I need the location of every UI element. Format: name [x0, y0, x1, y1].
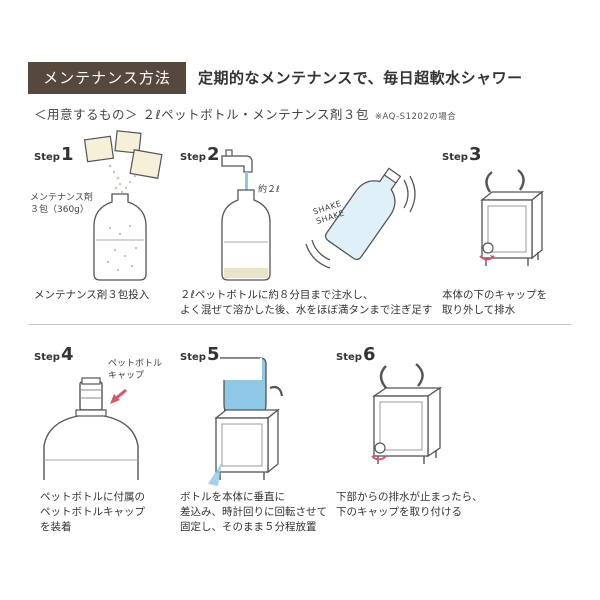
step2-shake-illustration — [305, 167, 416, 269]
section-divider — [28, 324, 572, 325]
step4-caption: ペットボトルに付属のペットボトルキャップを装着 — [40, 491, 145, 533]
step1-illustration — [83, 130, 163, 281]
materials-text: ＜用意するもの＞ ２ℓペットボトル・メンテナンス剤３包 — [34, 107, 369, 122]
header: メンテナンス方法 定期的なメンテナンスで、毎日超軟水シャワー — [28, 62, 580, 94]
step4-label: Step4 — [34, 344, 74, 365]
step3-illustration — [479, 169, 544, 266]
step3-caption: 本体の下のキャップを取り外して排水 — [442, 289, 547, 316]
step1-caption: メンテナンス剤３包投入 — [34, 289, 150, 301]
step4-illustration — [43, 377, 139, 480]
step5-caption: ボトルを本体に垂直に差込み、時計回りに回転させて固定し、そのまま５分程放置 — [180, 491, 327, 533]
step2-annotation: 約２ℓ — [258, 185, 280, 195]
header-subtitle: 定期的なメンテナンスで、毎日超軟水シャワー — [198, 69, 523, 87]
materials-line: ＜用意するもの＞ ２ℓペットボトル・メンテナンス剤３包 ※AQ-S1202の場合 — [34, 104, 456, 122]
step6-caption: 下部からの排水が止まったら、下のキャップを取り付ける — [336, 491, 483, 518]
step6-illustration — [371, 363, 443, 464]
header-tab: メンテナンス方法 — [28, 62, 186, 94]
materials-note: ※AQ-S1202の場合 — [374, 112, 457, 122]
step6-label: Step6 — [336, 344, 376, 365]
step2-bottle-illustration — [221, 149, 271, 281]
step3-label: Step3 — [442, 144, 482, 165]
step2-caption: ２ℓペットボトルに約８分目まで注水し、よく混ぜて溶かした後、水をほぼ満タンまで注… — [180, 289, 433, 316]
step1-label: Step1 — [34, 144, 74, 165]
step2-label: Step2 — [180, 144, 220, 165]
step5-illustration — [208, 357, 284, 486]
step5-label: Step5 — [180, 344, 220, 365]
step4-annotation: ペットボトルキャップ — [108, 359, 163, 381]
